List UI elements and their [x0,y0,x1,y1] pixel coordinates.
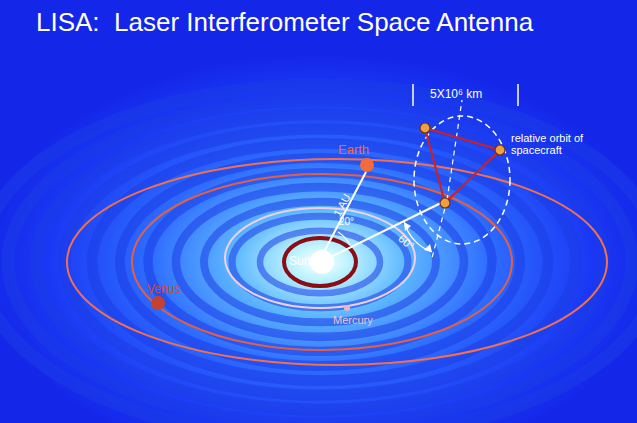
glow-ring [92,143,548,380]
angle-label: 20° [339,216,354,227]
glow-ring [176,187,464,337]
planet-label: Venus [147,283,180,296]
planet-label: Earth [338,143,369,157]
diagram-title: LISA: Laser Interferometer Space Antenna [36,8,533,37]
note-label: relative orbit of spacecraft [511,132,611,156]
planet-label: Mercury [333,314,373,326]
glow-ring [64,129,576,395]
dimension-label: 5X10⁶ km [430,88,482,101]
glow-ring [148,173,492,352]
glow-ring [8,100,632,423]
glow-ring [204,202,436,323]
glow-ring [0,85,637,423]
glow-ring [260,231,380,293]
sun-label: Sun [289,255,310,268]
glow-ring [232,216,408,308]
